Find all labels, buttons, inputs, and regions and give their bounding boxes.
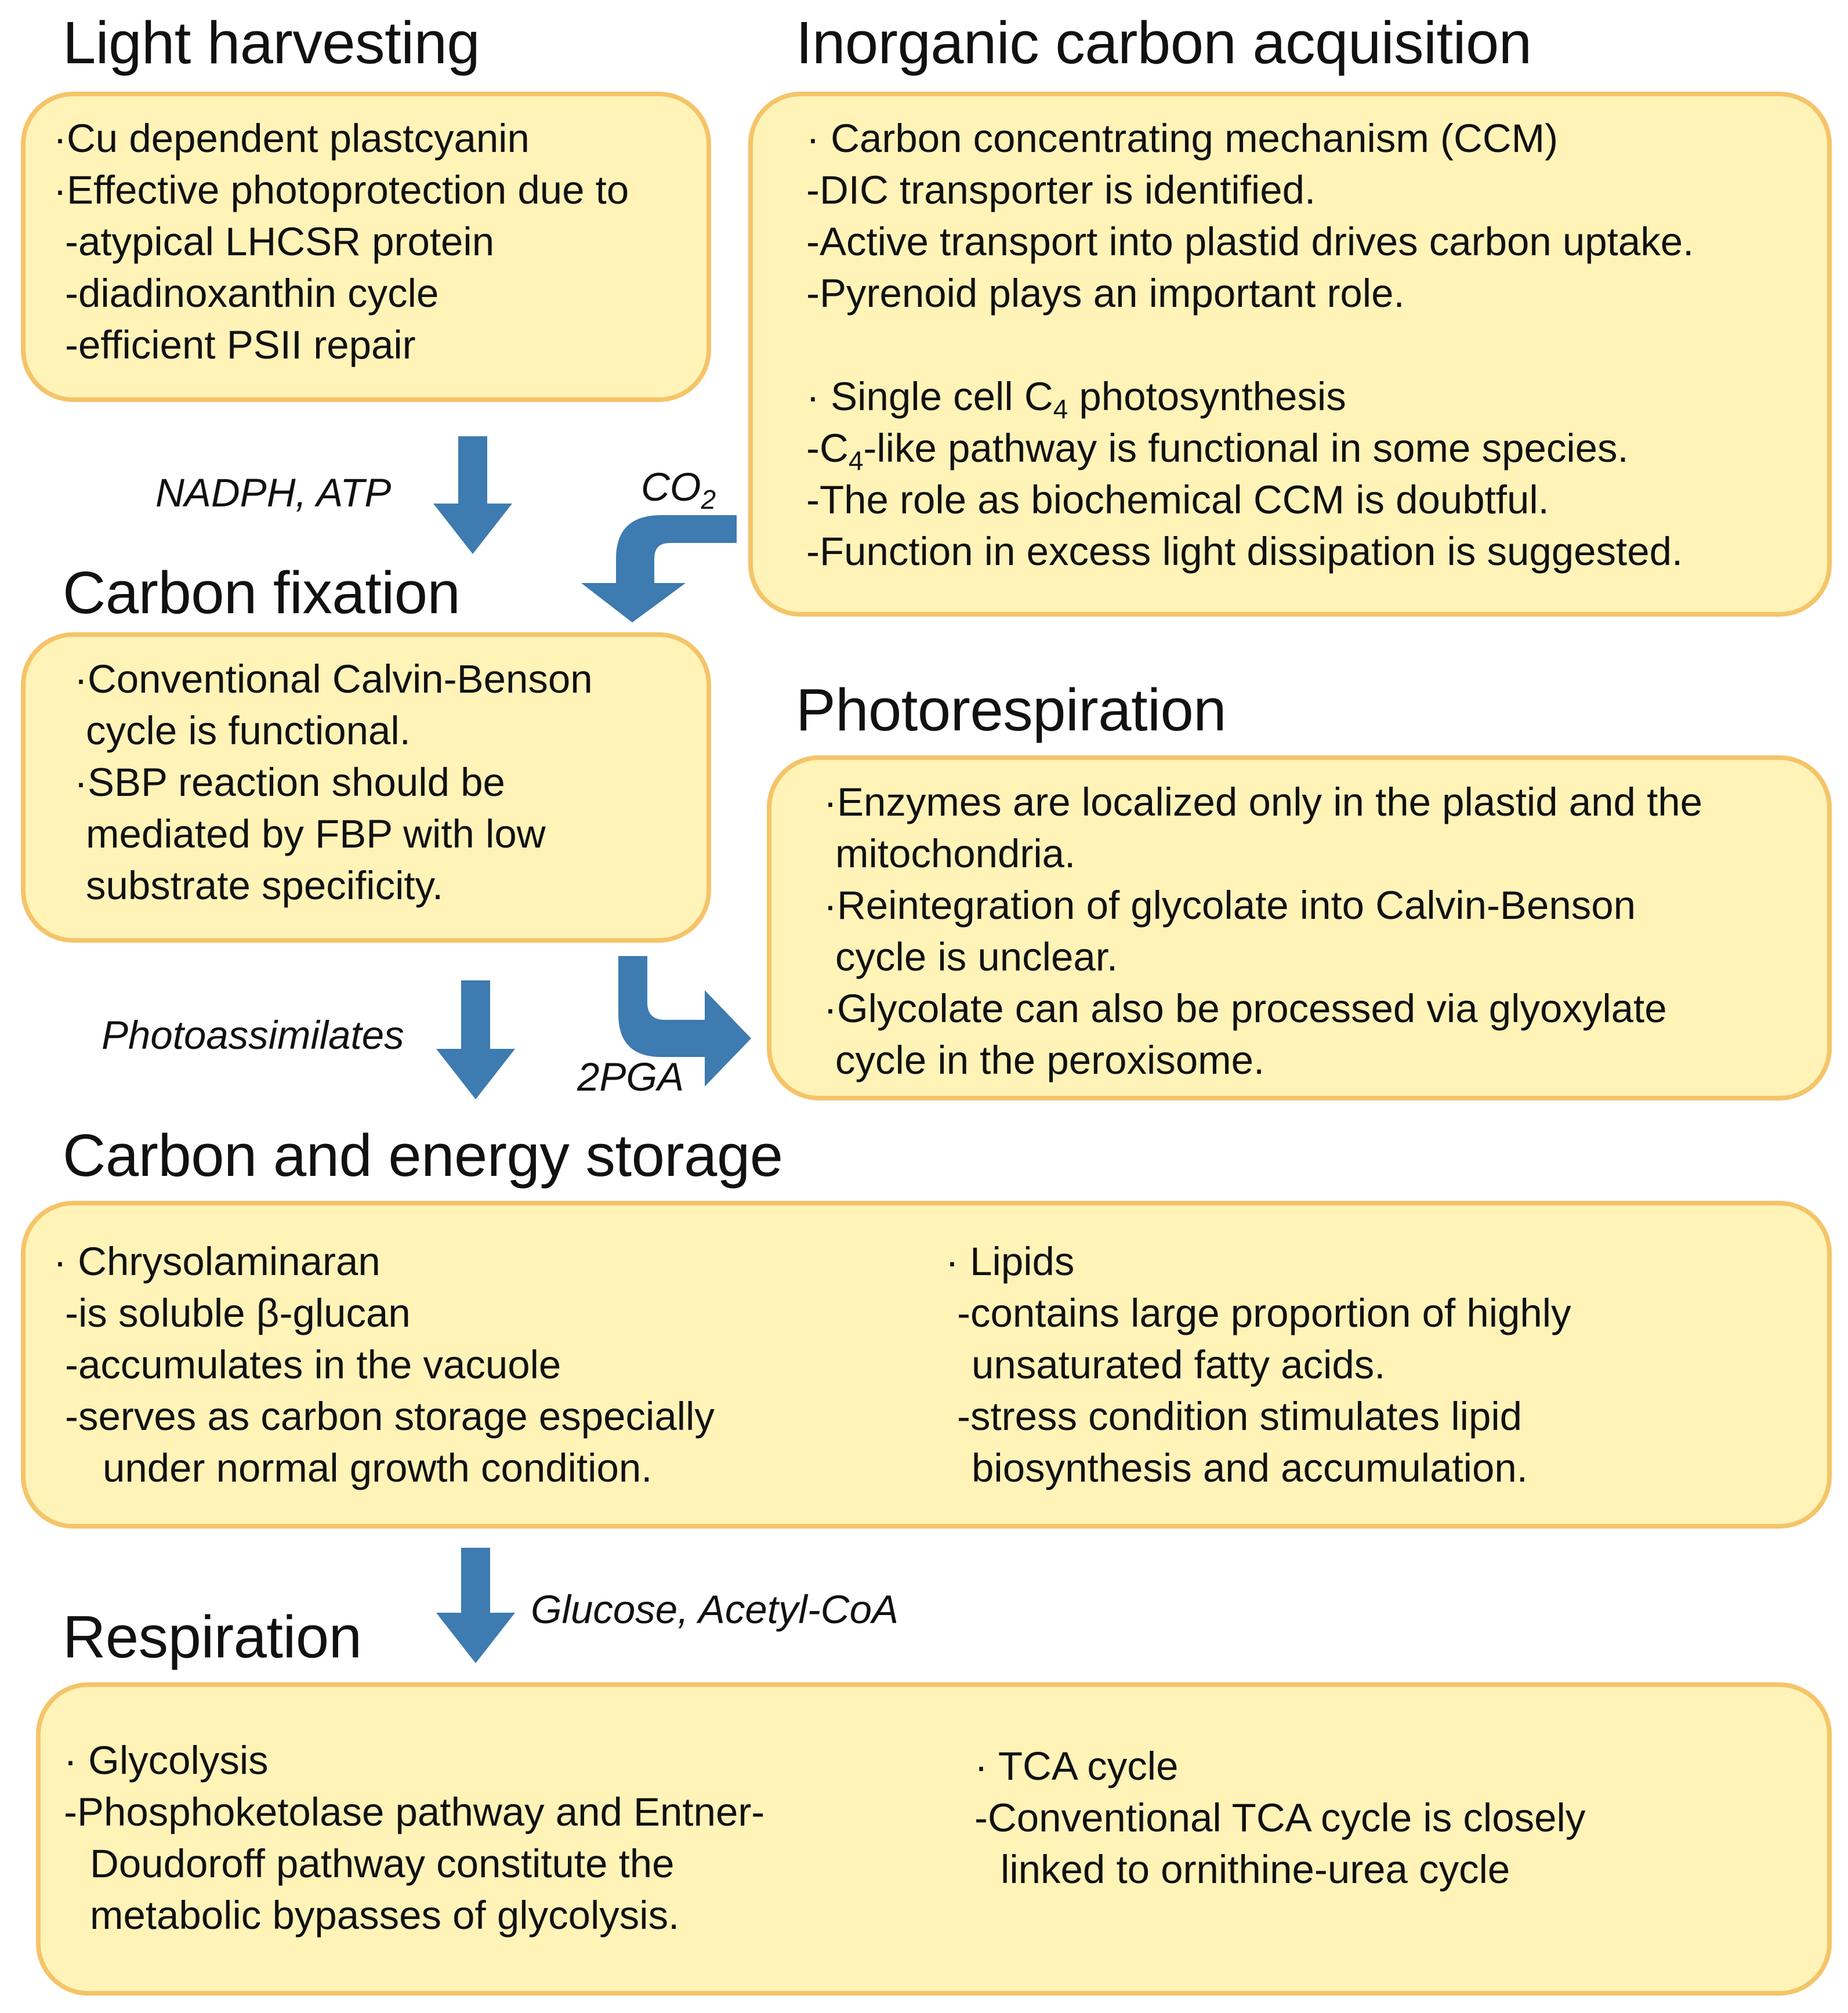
- light-line-5: -efficient PSII repair: [65, 323, 416, 367]
- ccm-line-3: -Active transport into plastid drives ca…: [806, 219, 1694, 264]
- title-carbon-fixation: Carbon fixation: [63, 559, 461, 626]
- ccm-line-4: -Pyrenoid plays an important role.: [806, 271, 1405, 316]
- c4-line-4: -Function in excess light dissipation is…: [806, 529, 1683, 574]
- c4-line-2-a: -C: [806, 426, 849, 470]
- photoresp-line-4: cycle is unclear.: [835, 935, 1118, 979]
- label-co2: CO2: [641, 465, 716, 513]
- c4-line-1-a: · Single cell C: [806, 374, 1053, 419]
- bent-arrow-co2: [581, 515, 737, 622]
- ccm-line-2: -DIC transporter is identified.: [806, 168, 1316, 212]
- label-2pga: 2PGA: [577, 1055, 684, 1099]
- respiration-box: [36, 1682, 1832, 1996]
- storage-right-line-5: biosynthesis and accumulation.: [972, 1446, 1528, 1490]
- title-respiration: Respiration: [63, 1603, 362, 1670]
- photoresp-line-5: ·Glycolate can also be processed via gly…: [824, 986, 1667, 1031]
- storage-left-line-2: -is soluble β-glucan: [65, 1291, 411, 1335]
- light-line-2: ·Effective photoprotection due to: [53, 168, 629, 212]
- inorganic-carbon-box: [748, 92, 1832, 617]
- c4-subscript-1: 4: [1053, 394, 1068, 424]
- bent-arrow-2pga: [618, 956, 751, 1087]
- light-harvesting-box: [21, 92, 711, 402]
- down-arrow-light-to-fixation: [433, 436, 512, 554]
- light-harvesting-text: ·Cu dependent plastcyanin ·Effective pho…: [53, 113, 629, 371]
- storage-right-line-2: -contains large proportion of highly: [957, 1291, 1571, 1335]
- resp-left-line-3: Doudoroff pathway constitute the: [90, 1841, 675, 1886]
- resp-right-line-2: -Conventional TCA cycle is closely: [974, 1795, 1586, 1840]
- resp-right-line-3: linked to ornithine-urea cycle: [1001, 1847, 1510, 1892]
- fixation-line-1: ·Conventional Calvin-Benson: [74, 657, 593, 701]
- light-line-1: ·Cu dependent plastcyanin: [53, 116, 530, 161]
- carbon-fixation-box: [21, 632, 711, 943]
- title-light-harvesting: Light harvesting: [63, 9, 480, 76]
- down-arrow-fixation-to-storage: [436, 980, 515, 1099]
- c4-line-1-b: photosynthesis: [1068, 374, 1346, 419]
- photorespiration-box: [767, 755, 1832, 1100]
- c4-line-1: · Single cell C4 photosynthesis: [806, 371, 1694, 424]
- storage-box: [21, 1201, 1832, 1529]
- c4-subscript-2: 4: [848, 446, 864, 476]
- storage-left-line-5: under normal growth condition.: [103, 1446, 653, 1490]
- label-co2-main: CO: [641, 465, 701, 509]
- c4-line-3: -The role as biochemical CCM is doubtful…: [806, 477, 1549, 522]
- storage-right-line-4: -stress condition stimulates lipid: [957, 1394, 1523, 1439]
- title-storage: Carbon and energy storage: [63, 1122, 783, 1189]
- light-line-4: -diadinoxanthin cycle: [65, 271, 439, 316]
- label-co2-subscript: 2: [701, 484, 716, 515]
- carbon-fixation-text: ·Conventional Calvin-Benson cycle is fun…: [74, 653, 593, 911]
- storage-right-line-3: unsaturated fatty acids.: [972, 1342, 1386, 1387]
- resp-left-line-4: metabolic bypasses of glycolysis.: [90, 1893, 680, 1938]
- down-arrow-storage-to-respiration: [436, 1548, 515, 1663]
- photorespiration-text: ·Enzymes are localized only in the plast…: [824, 776, 1702, 1086]
- storage-left-line-1: · Chrysolaminaran: [53, 1239, 381, 1284]
- photoresp-line-6: cycle in the peroxisome.: [835, 1038, 1265, 1082]
- ccm-line-1: · Carbon concentrating mechanism (CCM): [806, 116, 1559, 161]
- storage-right-line-1: · Lipids: [945, 1239, 1075, 1284]
- photoresp-line-2: mitochondria.: [835, 831, 1076, 876]
- respiration-left-text: · Glycolysis -Phosphoketolase pathway an…: [64, 1735, 764, 1941]
- fixation-line-2: cycle is functional.: [86, 708, 411, 753]
- label-glucose-acetyl-coa: Glucose, Acetyl-CoA: [531, 1587, 899, 1632]
- label-photoassimilates: Photoassimilates: [102, 1013, 404, 1058]
- photoresp-line-3: ·Reintegration of glycolate into Calvin-…: [824, 883, 1636, 928]
- photoresp-line-1: ·Enzymes are localized only in the plast…: [824, 780, 1703, 824]
- fixation-line-3: ·SBP reaction should be: [74, 760, 505, 805]
- fixation-line-4: mediated by FBP with low: [86, 812, 546, 856]
- inorganic-carbon-text: · Carbon concentrating mechanism (CCM) -…: [806, 113, 1694, 577]
- respiration-right-text: · TCA cycle -Conventional TCA cycle is c…: [974, 1740, 1585, 1895]
- label-nadph-atp: NADPH, ATP: [155, 470, 392, 515]
- title-photorespiration: Photorespiration: [796, 676, 1227, 743]
- resp-right-line-1: · TCA cycle: [974, 1744, 1179, 1788]
- fixation-line-5: substrate specificity.: [86, 863, 444, 908]
- c4-line-2-b: -like pathway is functional in some spec…: [863, 426, 1629, 470]
- light-line-3: -atypical LHCSR protein: [65, 219, 495, 264]
- resp-left-line-1: · Glycolysis: [64, 1738, 269, 1783]
- storage-left-line-4: -serves as carbon storage especially: [65, 1394, 715, 1439]
- storage-left-text: · Chrysolaminaran -is soluble β-glucan -…: [53, 1236, 715, 1494]
- c4-line-2: -C4-like pathway is functional in some s…: [806, 422, 1694, 476]
- storage-right-text: · Lipids -contains large proportion of h…: [945, 1236, 1571, 1494]
- title-inorganic-carbon: Inorganic carbon acquisition: [796, 9, 1532, 76]
- resp-left-line-2: -Phosphoketolase pathway and Entner-: [64, 1790, 765, 1834]
- storage-left-line-3: -accumulates in the vacuole: [65, 1342, 561, 1387]
